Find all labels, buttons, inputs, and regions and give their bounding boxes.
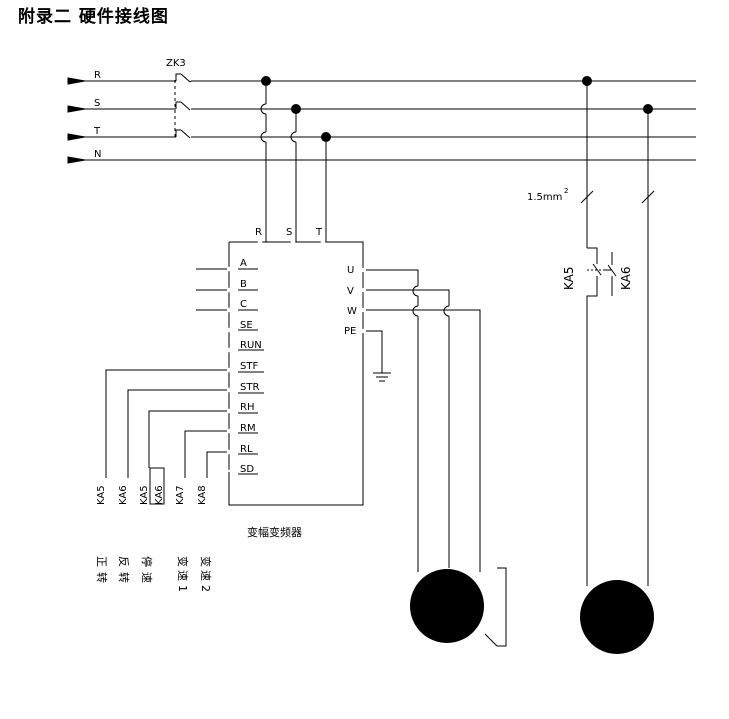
svg-text:RUN: RUN (240, 340, 262, 351)
line-label-s: S (94, 98, 100, 109)
motor-leads (366, 269, 481, 572)
svg-text:B: B (240, 279, 247, 290)
inverter-input-s: S (286, 227, 292, 238)
svg-text:转: 转 (95, 572, 109, 583)
inverter-box: R S T 变幅变频器 (228, 227, 364, 539)
page-title: 附录二 硬件接线图 (18, 7, 169, 27)
inverter-name: 变幅变频器 (247, 525, 302, 539)
svg-text:停: 停 (140, 556, 154, 567)
inverter-input-leads (260, 81, 327, 242)
svg-text:速: 速 (140, 572, 153, 583)
svg-text:2: 2 (199, 585, 212, 592)
svg-text:STR: STR (240, 382, 259, 393)
supply-bus: R S T N (67, 70, 696, 164)
relay-contact-ka6-stop: KA6 (154, 485, 165, 505)
svg-text:SD: SD (240, 464, 254, 475)
svg-text:RH: RH (240, 402, 254, 413)
line-label-t: T (93, 126, 101, 137)
svg-text:速: 速 (176, 570, 189, 581)
svg-text:变机: 变机 (603, 602, 625, 616)
svg-text:反: 反 (117, 556, 130, 567)
inverter-input-t: T (315, 227, 323, 238)
breaker-zk3: ZK3 (166, 58, 192, 139)
svg-text:3: 3 (441, 613, 447, 624)
line-label-r: R (94, 70, 101, 81)
svg-text:C: C (240, 299, 247, 310)
inverter-input-r: R (255, 227, 262, 238)
svg-text:V: V (347, 286, 354, 297)
brake-relay-ka6: KA6 (619, 266, 633, 290)
svg-text:正: 正 (95, 556, 108, 567)
svg-text:U: U (347, 265, 354, 276)
relay-contact-ka8: KA8 (197, 485, 208, 505)
relay-contact-ka7: KA7 (175, 485, 186, 505)
relay-contact-ka6-rev: KA6 (118, 485, 129, 505)
svg-text:W: W (347, 306, 357, 317)
svg-text:M: M (443, 594, 452, 605)
brake-circuit: 1.5mm 2 KA5 KA6 (527, 81, 655, 586)
svg-text:变: 变 (199, 556, 213, 567)
svg-text:速: 速 (199, 570, 212, 581)
brake-relay-ka5: KA5 (562, 266, 576, 290)
relay-contact-ka5-stop: KA5 (139, 485, 150, 505)
svg-text:转: 转 (117, 572, 131, 583)
inverter-outputs: U V W PE (344, 265, 367, 337)
svg-text:变: 变 (176, 556, 190, 567)
cable-size: 1.5mm (527, 192, 562, 203)
svg-text:PE: PE (344, 326, 356, 337)
svg-text:SE: SE (240, 320, 253, 331)
svg-text:制车: 制车 (603, 621, 625, 635)
relay-wiring: KA5 KA6 KA5 KA6 KA7 KA8 (96, 369, 230, 505)
breaker-label: ZK3 (166, 58, 186, 69)
function-labels: 正 转 反 转 停 速 变 速 1 变 速 2 (95, 556, 213, 592)
svg-text:A: A (240, 258, 247, 269)
svg-text:RM: RM (240, 423, 256, 434)
line-label-n: N (94, 149, 101, 160)
brake-motor: 变机 制车 (580, 580, 654, 654)
motor: M 3 ~ (410, 567, 507, 647)
cable-size-sup: 2 (564, 187, 568, 195)
svg-text:~: ~ (448, 608, 454, 616)
svg-text:1: 1 (176, 585, 189, 592)
svg-text:RL: RL (240, 444, 253, 455)
control-terminals: A B C SE RUN STF STR RH RM RL SD (196, 258, 264, 475)
svg-text:STF: STF (240, 361, 258, 372)
relay-contact-ka5-fwd: KA5 (96, 485, 107, 505)
junction-dots (261, 76, 653, 142)
